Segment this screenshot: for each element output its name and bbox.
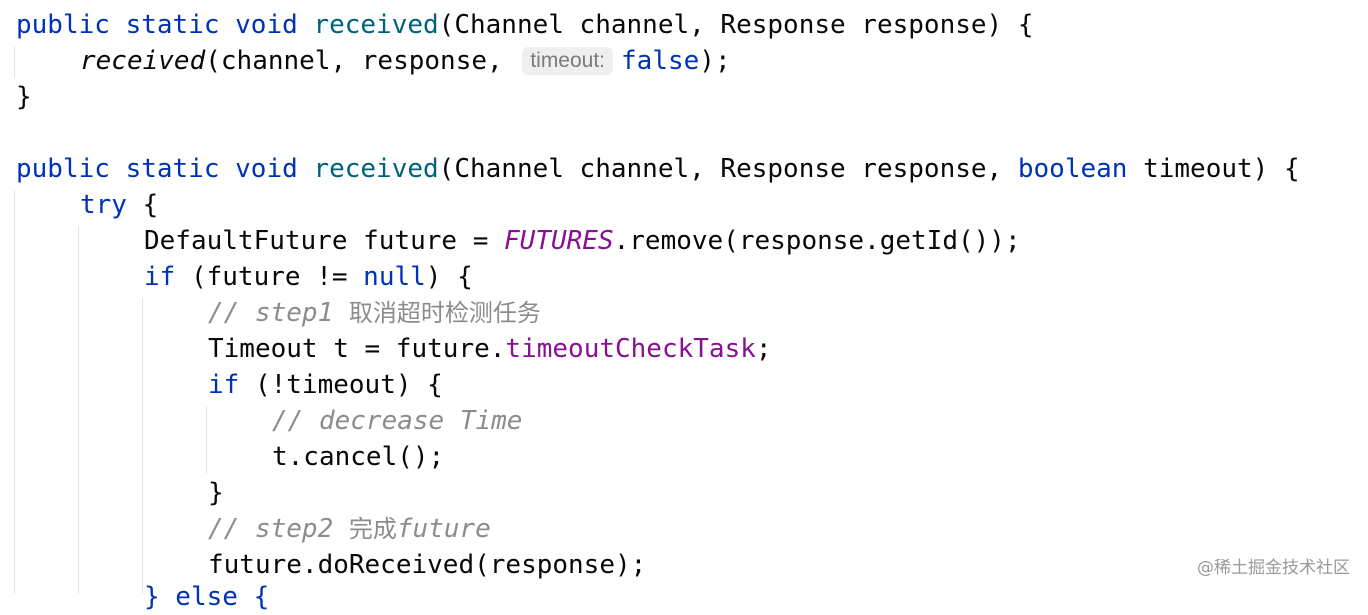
code-line[interactable]: future.doReceived(response); [208, 547, 646, 583]
comment-text: 取消超时检测任务 [348, 299, 541, 327]
method-params: (Channel channel, Response response) { [438, 10, 1034, 40]
keyword-static: static [125, 154, 220, 184]
keyword-try: try [80, 190, 127, 220]
code-line[interactable]: } [208, 475, 224, 511]
closing-brace: } [208, 478, 224, 508]
comment-prefix: // step1 [208, 298, 334, 328]
code-line[interactable]: try { [80, 187, 158, 223]
keyword-if: if [144, 262, 176, 292]
constant-futures[interactable]: FUTURES [504, 226, 614, 256]
method-params: (Channel channel, Response response, [438, 154, 1003, 184]
indent-guide [78, 226, 79, 594]
keyword-public: public [16, 10, 110, 40]
code-comment[interactable]: // step1 取消超时检测任务 [208, 295, 541, 331]
call-args: (channel, response, [205, 46, 503, 76]
indent-guide [142, 298, 143, 594]
keyword-static: static [125, 10, 220, 40]
statement: future.doReceived(response); [208, 550, 647, 580]
method-chain: .remove(response.getId()); [613, 226, 1021, 256]
condition-end: ) { [425, 262, 473, 292]
comment-text: // decrease Time [272, 406, 523, 436]
code-line[interactable]: DefaultFuture future = FUTURES.remove(re… [144, 223, 1021, 259]
method-name[interactable]: received [313, 154, 439, 184]
statement-partial: } else { [144, 582, 270, 612]
keyword-boolean: boolean [1017, 154, 1128, 184]
watermark: @稀土掘金技术社区 [1197, 558, 1350, 578]
code-line[interactable]: public static void received(Channel chan… [16, 7, 1034, 43]
keyword-public: public [16, 154, 110, 184]
code-comment[interactable]: // step2 完成future [208, 511, 491, 547]
condition: (future != [190, 262, 348, 292]
open-brace: { [142, 190, 159, 220]
code-line[interactable]: if (future != null) { [144, 259, 473, 295]
method-name[interactable]: received [313, 10, 439, 40]
indent-guide [14, 46, 15, 78]
code-comment[interactable]: // decrease Time [272, 403, 522, 439]
keyword-null: null [363, 262, 426, 292]
method-params: timeout) { [1143, 154, 1300, 184]
code-line[interactable]: } [16, 79, 32, 115]
comment-text: 完成 [348, 515, 397, 543]
statement: t.cancel(); [272, 442, 445, 472]
condition: (!timeout) { [254, 370, 443, 400]
statement-end: ; [755, 334, 772, 364]
indent-guide [14, 190, 15, 594]
keyword-void: void [235, 154, 298, 184]
field-timeout-check-task[interactable]: timeoutCheckTask [505, 334, 756, 364]
code-line[interactable]: t.cancel(); [272, 439, 444, 475]
code-line[interactable]: if (!timeout) { [208, 367, 443, 403]
variable-declaration: Timeout t = future. [208, 334, 506, 364]
comment-suffix: future [396, 514, 491, 544]
keyword-false: false [621, 46, 700, 76]
variable-declaration: DefaultFuture future = [144, 226, 489, 256]
code-line[interactable]: public static void received(Channel chan… [16, 151, 1300, 187]
indent-guide [206, 406, 207, 474]
keyword-void: void [235, 10, 298, 40]
parameter-hint: timeout: [522, 47, 614, 75]
keyword-if: if [208, 370, 240, 400]
comment-prefix: // step2 [208, 514, 334, 544]
closing-brace: } [16, 82, 32, 112]
call-end: ); [699, 46, 731, 76]
code-line[interactable]: Timeout t = future.timeoutCheckTask; [208, 331, 772, 367]
method-call[interactable]: received [80, 46, 206, 76]
code-line[interactable]: received(channel, response, timeout:fals… [80, 43, 731, 79]
code-line[interactable]: } else { [144, 579, 269, 615]
